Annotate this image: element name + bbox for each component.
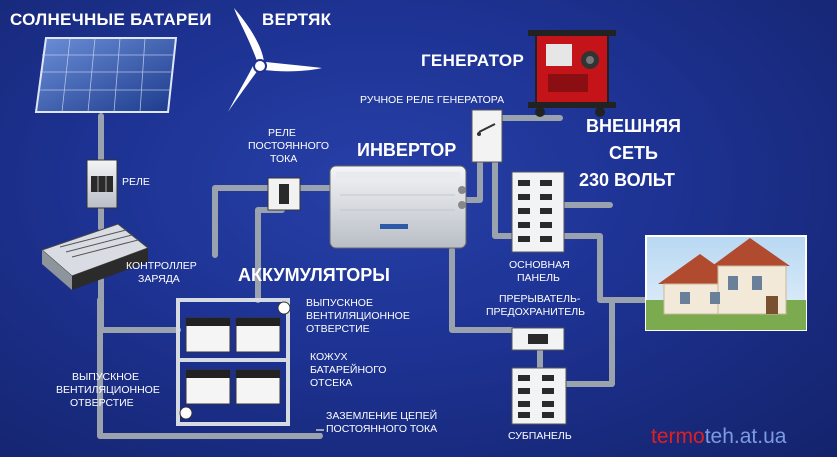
- generator-drawing: [528, 30, 616, 117]
- label-main-panel-line1: ОСНОВНАЯ: [509, 259, 570, 271]
- label-ground-line2: ПОСТОЯННОГО ТОКА: [326, 423, 438, 435]
- label-controller-line1: КОНТРОЛЛЕР: [126, 260, 197, 272]
- relay-drawing: [86, 159, 118, 209]
- label-generator: ГЕНЕРАТОР: [421, 51, 525, 70]
- solar-panel-drawing: [34, 37, 178, 113]
- label-housing-line1: КОЖУХ: [310, 351, 348, 363]
- label-breaker-line1: ПРЕРЫВАТЕЛЬ-: [499, 293, 581, 305]
- label-external-line3: 230 ВОЛЬТ: [579, 170, 675, 190]
- label-inverter: ИНВЕРТОР: [357, 140, 457, 160]
- label-main-panel-line2: ПАНЕЛЬ: [517, 272, 560, 284]
- house-drawing: [645, 235, 807, 331]
- label-vent-left-line2: ВЕНТИЛЯЦИОННОЕ: [56, 384, 160, 396]
- label-vent-top-line3: ОТВЕРСТИЕ: [306, 323, 370, 335]
- label-batteries: АККУМУЛЯТОРЫ: [238, 265, 390, 285]
- label-vent-top-line2: ВЕНТИЛЯЦИОННОЕ: [306, 310, 410, 322]
- label-generator-relay: РУЧНОЕ РЕЛЕ ГЕНЕРАТОРА: [360, 94, 505, 106]
- label-breaker-line2: ПРЕДОХРАНИТЕЛЬ: [486, 306, 585, 318]
- inverter-drawing: [329, 165, 467, 249]
- label-ground-line1: ЗАЗЕМЛЕНИЕ ЦЕПЕЙ: [326, 410, 438, 422]
- label-dc-relay-line3: ТОКА: [270, 153, 298, 165]
- label-housing-line2: БАТАРЕЙНОГО: [310, 364, 387, 376]
- label-wind-turbine: ВЕРТЯК: [262, 10, 332, 29]
- wire-inverter-to-battery: [255, 207, 285, 303]
- wire-ground: [97, 297, 323, 439]
- label-vent-top-line1: ВЫПУСКНОЕ: [306, 297, 373, 309]
- label-solar-batteries: СОЛНЕЧНЫЕ БАТАРЕИ: [10, 10, 212, 29]
- breaker-drawing: [511, 327, 565, 351]
- wind-turbine-drawing: [228, 8, 322, 112]
- wire-inverter-to-breaker: [449, 247, 515, 333]
- label-vent-left-line3: ОТВЕРСТИЕ: [70, 397, 134, 409]
- wires: [97, 113, 653, 439]
- generator-relay-drawing: [471, 109, 503, 163]
- label-vent-left-line1: ВЫПУСКНОЕ: [72, 371, 139, 383]
- main-panel-drawing: [511, 171, 565, 253]
- wire-panel-to-house: [560, 233, 653, 303]
- battery-cells: [185, 317, 281, 405]
- label-dc-relay-line2: ПОСТОЯННОГО: [248, 140, 330, 152]
- battery-enclosure-drawing: [176, 298, 291, 426]
- subpanel-drawing: [511, 367, 567, 425]
- wire-subpanel-to-house: [563, 297, 615, 387]
- label-controller-line2: ЗАРЯДА: [138, 273, 180, 285]
- label-external-line2: СЕТЬ: [609, 143, 658, 163]
- wire-controller-to-battery: [98, 277, 181, 333]
- label-dc-relay-line1: РЕЛЕ: [268, 127, 296, 139]
- label-housing-line3: ОТСЕКА: [310, 377, 353, 389]
- label-subpanel: СУБПАНЕЛЬ: [508, 430, 572, 442]
- wire-gen-relay-to-inverter: [463, 157, 483, 203]
- watermark: termoteh.at.ua: [651, 425, 786, 449]
- charge-controller-drawing: [41, 223, 150, 290]
- watermark-part1: termo: [651, 425, 705, 448]
- label-relay: РЕЛЕ: [122, 176, 150, 188]
- label-external-line1: ВНЕШНЯЯ: [586, 116, 681, 136]
- ground-symbol: [316, 429, 324, 435]
- watermark-part2: teh.at.ua: [704, 425, 787, 448]
- wire-dc-relay-loop: [212, 185, 333, 258]
- wire-gen-relay-to-panel: [492, 157, 515, 239]
- dc-relay-drawing: [267, 177, 301, 211]
